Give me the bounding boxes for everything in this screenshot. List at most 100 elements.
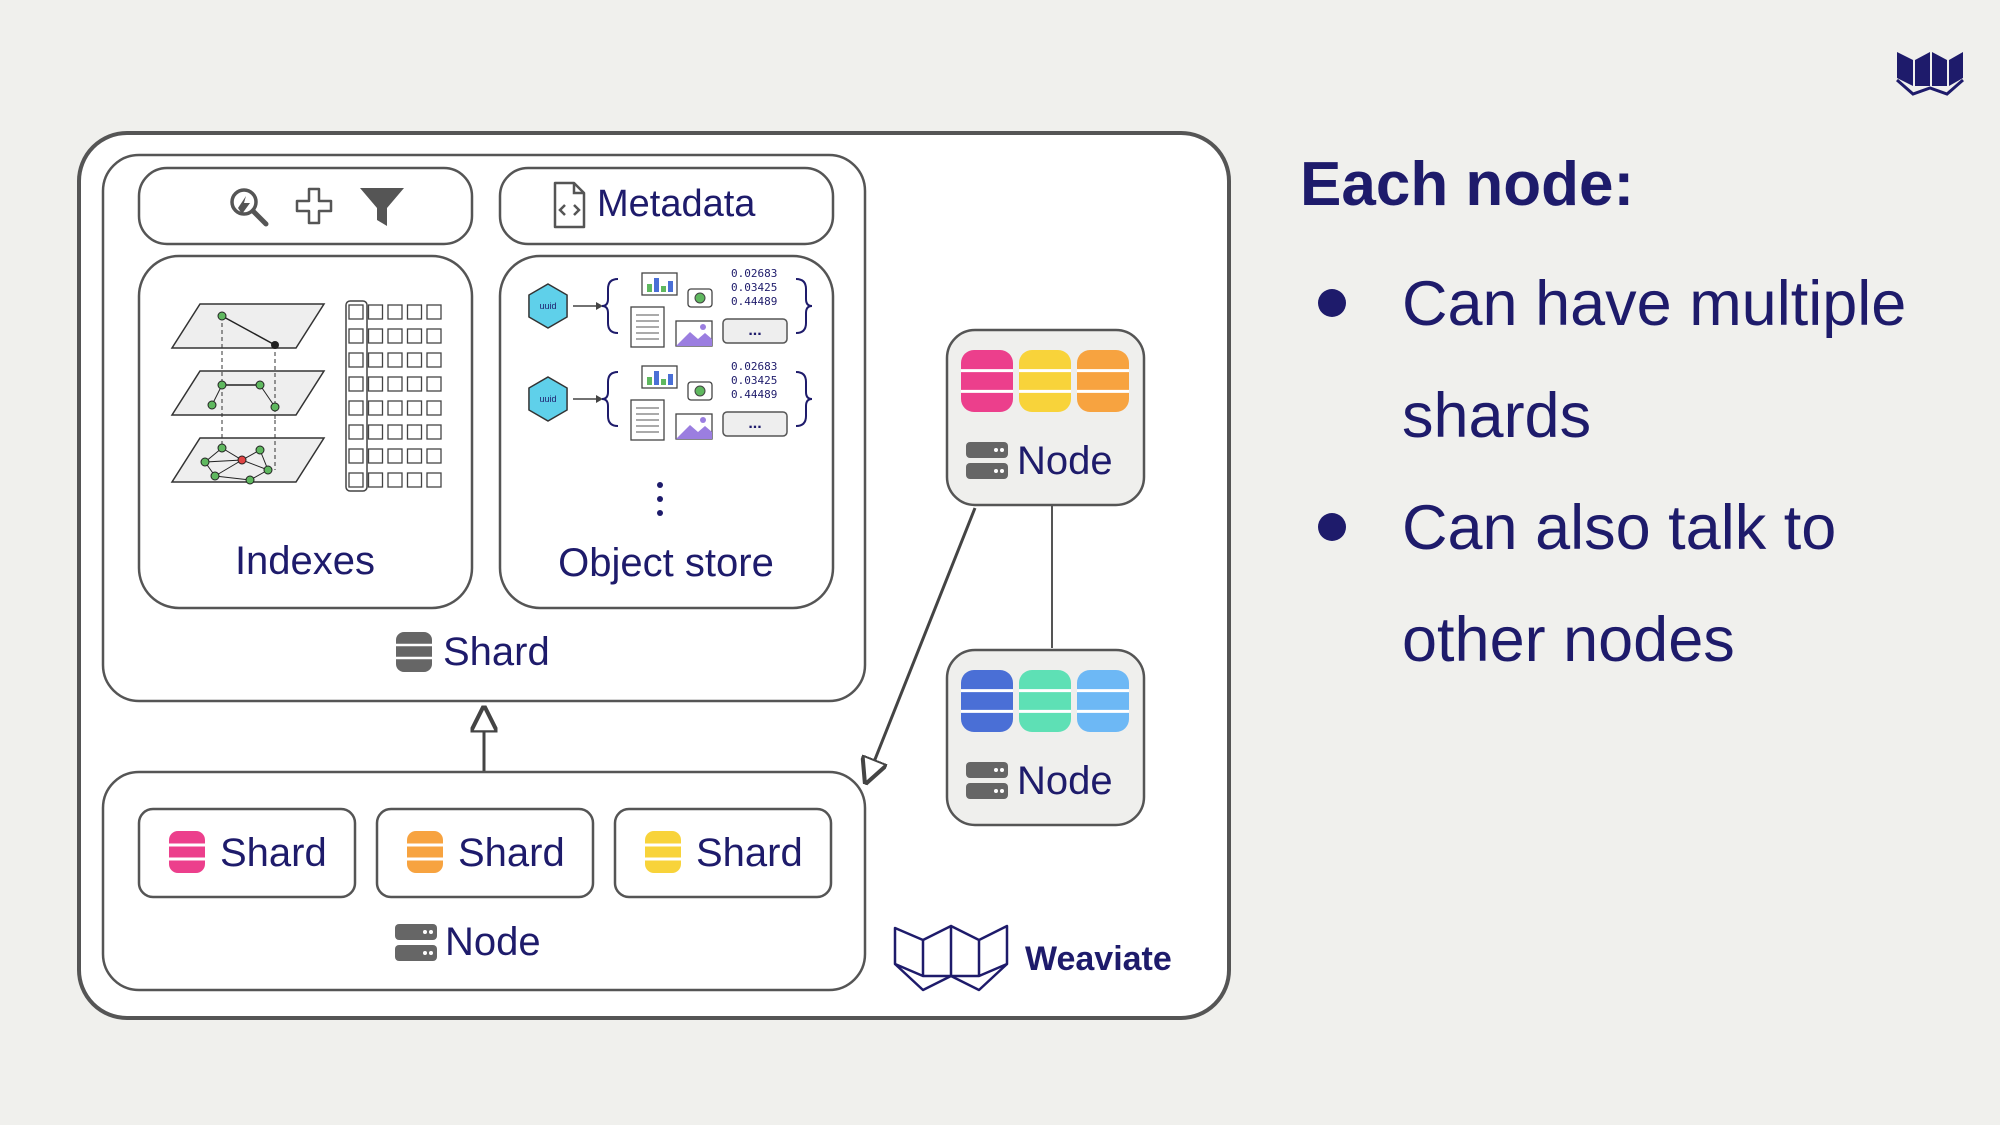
object-store-label: Object store — [558, 541, 774, 585]
database-icon — [1019, 350, 1071, 412]
weaviate-wordmark: Weaviate — [1025, 940, 1172, 978]
ellipsis-label: ... — [748, 415, 761, 432]
index-cell — [348, 376, 364, 392]
close-brace-icon — [795, 278, 813, 334]
index-cell — [426, 352, 442, 368]
index-cell — [387, 472, 403, 488]
index-cell — [406, 328, 423, 344]
tools-box — [137, 166, 474, 246]
database-icon — [396, 632, 432, 672]
node-shard-label: Shard — [696, 831, 803, 875]
weaviate-corner-logo-icon — [1896, 52, 1964, 96]
main-node-label: Node — [445, 920, 541, 964]
close-brace-icon — [795, 371, 813, 427]
weaviate-logo — [893, 924, 1009, 992]
ellipsis-label: ... — [748, 322, 761, 339]
bullet-list: Can have multiple shards Can also talk t… — [1300, 248, 1960, 696]
vector-value: 0.44489 — [731, 388, 777, 401]
object-store-box — [498, 254, 835, 610]
database-icon — [1077, 670, 1129, 732]
index-cell — [367, 424, 384, 440]
more-properties-box — [722, 318, 788, 344]
index-cell — [367, 328, 384, 344]
panel-heading: Each node: — [1300, 150, 1635, 219]
server-icon — [966, 442, 1008, 479]
index-cell — [348, 448, 364, 464]
remote-node-label: Node — [1017, 439, 1113, 483]
index-cell — [348, 424, 364, 440]
open-brace-icon — [601, 371, 619, 427]
server-icon — [966, 762, 1008, 799]
open-brace-icon — [601, 278, 619, 334]
vector-value: 0.02683 — [731, 267, 777, 280]
inverted-index-grid — [345, 300, 442, 492]
index-cell — [387, 376, 403, 392]
index-cell — [367, 472, 384, 488]
vector-value: 0.03425 — [731, 281, 777, 294]
index-cell — [426, 448, 442, 464]
index-cell — [406, 400, 423, 416]
indexes-label: Indexes — [235, 539, 375, 583]
remote-node-box: Node — [945, 648, 1146, 827]
index-cell — [406, 304, 423, 320]
index-cell — [367, 448, 384, 464]
node-communication-arrow — [866, 507, 977, 782]
index-cell — [367, 400, 384, 416]
database-icon — [169, 831, 205, 873]
index-cell — [406, 424, 423, 440]
database-icon — [1019, 670, 1071, 732]
search-vector-icon — [230, 188, 269, 227]
bullet-item: Can also talk to other nodes — [1300, 472, 1960, 696]
index-cell — [406, 448, 423, 464]
uuid-hexagon-icon — [528, 283, 568, 329]
vector-value: 0.03425 — [731, 374, 777, 387]
node-shard-list: Shard Shard Shard — [137, 807, 833, 899]
bullet-dot — [1318, 289, 1346, 317]
uuid-hexagon-icon — [528, 376, 568, 422]
database-icon — [645, 831, 681, 873]
chart-thumbnail-icon — [641, 272, 678, 296]
database-icon — [961, 350, 1013, 412]
index-cell — [426, 376, 442, 392]
index-cell — [426, 424, 442, 440]
index-cell — [367, 352, 384, 368]
index-cell — [426, 472, 442, 488]
vertical-ellipsis-icon — [657, 482, 663, 516]
index-cell — [387, 448, 403, 464]
index-cell — [406, 472, 423, 488]
index-cell — [367, 376, 384, 392]
node-shard-item: Shard — [613, 807, 833, 899]
index-cell — [387, 424, 403, 440]
document-icon — [630, 399, 665, 441]
object-row: uuid0.026830.034250.44489... — [528, 267, 813, 348]
index-cell — [406, 352, 423, 368]
node-shard-item: Shard — [137, 807, 357, 899]
index-cell — [348, 352, 364, 368]
image-icon — [675, 413, 713, 440]
file-code-icon — [553, 181, 586, 229]
bullet-dot — [1318, 513, 1346, 541]
bullet-text: Can also talk to other nodes — [1402, 493, 1837, 675]
hnsw-layers-illustration — [170, 303, 326, 485]
vector-value: 0.44489 — [731, 295, 777, 308]
metadata-label: Metadata — [597, 183, 756, 225]
vector-value: 0.02683 — [731, 360, 777, 373]
index-cell — [348, 328, 364, 344]
node-shard-label: Shard — [458, 831, 565, 875]
remote-node-box: Node — [945, 328, 1146, 507]
index-cell — [387, 328, 403, 344]
node-shard-label: Shard — [220, 831, 327, 875]
index-cell — [348, 400, 364, 416]
document-icon — [630, 306, 665, 348]
index-cell — [426, 304, 442, 320]
chart-thumbnail-icon — [641, 365, 678, 389]
filter-icon — [360, 188, 404, 226]
camera-icon — [687, 288, 713, 308]
object-row: uuid0.026830.034250.44489... — [528, 360, 813, 441]
more-properties-box — [722, 411, 788, 437]
shard-label: Shard — [443, 630, 550, 674]
bullet-item: Can have multiple shards — [1300, 248, 1960, 472]
bullet-text: Can have multiple shards — [1402, 269, 1907, 451]
